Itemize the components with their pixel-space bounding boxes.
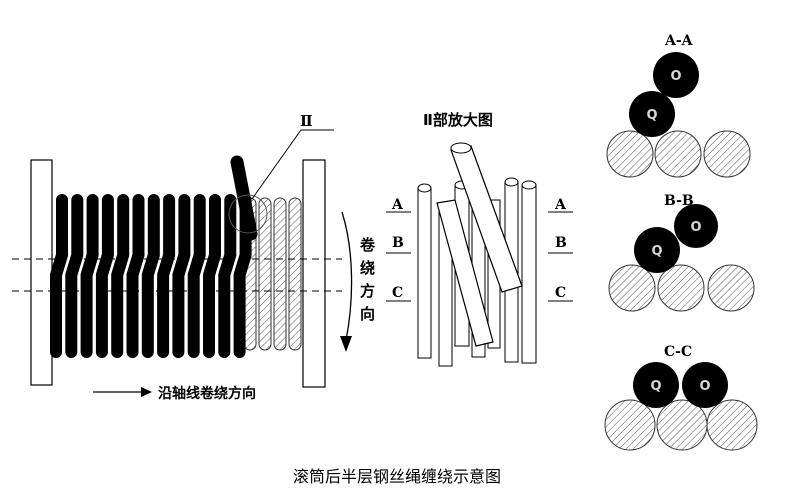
lower-layer-coils <box>243 197 302 351</box>
axial-direction-label: 沿轴线卷绕方向 <box>158 385 256 402</box>
rope-coil <box>187 194 206 358</box>
rope-coil <box>141 194 160 358</box>
section-cc-title: C-C <box>664 344 692 360</box>
section-bb: B-B O Q <box>608 193 755 312</box>
section-aa-upper-label: O <box>670 69 681 84</box>
rope-coil <box>218 194 237 358</box>
rope-coil <box>95 194 114 358</box>
section-cc: C-C Q O <box>604 344 758 451</box>
section-aa-title: A-A <box>664 33 694 49</box>
winding-direction-arrow <box>341 211 353 341</box>
rope-o-section <box>674 204 718 248</box>
winding-direction-char-2: 绕 <box>360 259 375 277</box>
rope-q-section <box>633 362 679 408</box>
rope-coil <box>50 194 68 358</box>
axial-arrow-head <box>141 387 152 397</box>
section-bb-lower-label: Q <box>651 244 662 259</box>
rope-coil <box>80 194 99 358</box>
detail-leader <box>251 129 334 200</box>
section-label-c-left: C <box>392 285 403 301</box>
rope-coil <box>157 194 176 358</box>
rope-tail <box>230 155 258 241</box>
rope-coil <box>126 194 145 358</box>
winding-direction-char-1: 卷 <box>359 236 376 254</box>
section-cc-right-label: O <box>699 379 710 394</box>
section-label-b-right: B <box>555 235 567 251</box>
rope-q-section <box>634 227 680 273</box>
section-cc-left-label: Q <box>650 379 661 394</box>
rope-coil <box>203 194 221 358</box>
rope-o-section <box>682 362 728 408</box>
detail-rope-end <box>504 177 519 187</box>
detail-circle <box>228 194 268 234</box>
rope-coil <box>65 194 84 358</box>
detail-marker-label: Ⅱ <box>300 112 313 130</box>
detail-title: Ⅱ部放大图 <box>423 111 493 129</box>
figure-caption: 滚筒后半层钢丝绳缠绕示意图 <box>293 467 501 486</box>
detail-rope-end <box>521 180 537 190</box>
rope-o-section <box>653 52 699 98</box>
right-flange <box>302 159 326 388</box>
winding-direction-char-4: 向 <box>360 305 375 323</box>
detail-rope-end <box>417 183 432 193</box>
drum-figure: Ⅱ 卷 绕 方 向 沿轴线卷绕方向 <box>12 112 376 402</box>
section-label-c-right: C <box>555 285 566 301</box>
section-bb-upper-label: O <box>690 220 701 235</box>
winding-arrow-head <box>340 336 352 352</box>
winding-direction-char-3: 方 <box>360 282 375 300</box>
rope-coil <box>172 194 191 358</box>
section-label-a-left: A <box>391 197 404 213</box>
upper-layer-coils <box>50 194 252 358</box>
section-aa-lower-label: Q <box>646 108 657 123</box>
section-aa: A-A O Q <box>606 33 751 178</box>
detail-crossing-rope <box>436 199 494 347</box>
detail-rope-segment <box>417 187 432 359</box>
detail-rope-segment <box>521 184 537 364</box>
detail-view: Ⅱ部放大图 A B C A <box>386 111 573 367</box>
rope-q-section <box>629 91 675 137</box>
section-label-a-right: A <box>554 197 567 213</box>
section-label-b-left: B <box>392 235 404 251</box>
left-flange <box>30 159 53 386</box>
detail-diagonal-rope-end <box>450 142 472 154</box>
section-bb-title: B-B <box>664 193 694 209</box>
rope-coil <box>111 194 130 358</box>
